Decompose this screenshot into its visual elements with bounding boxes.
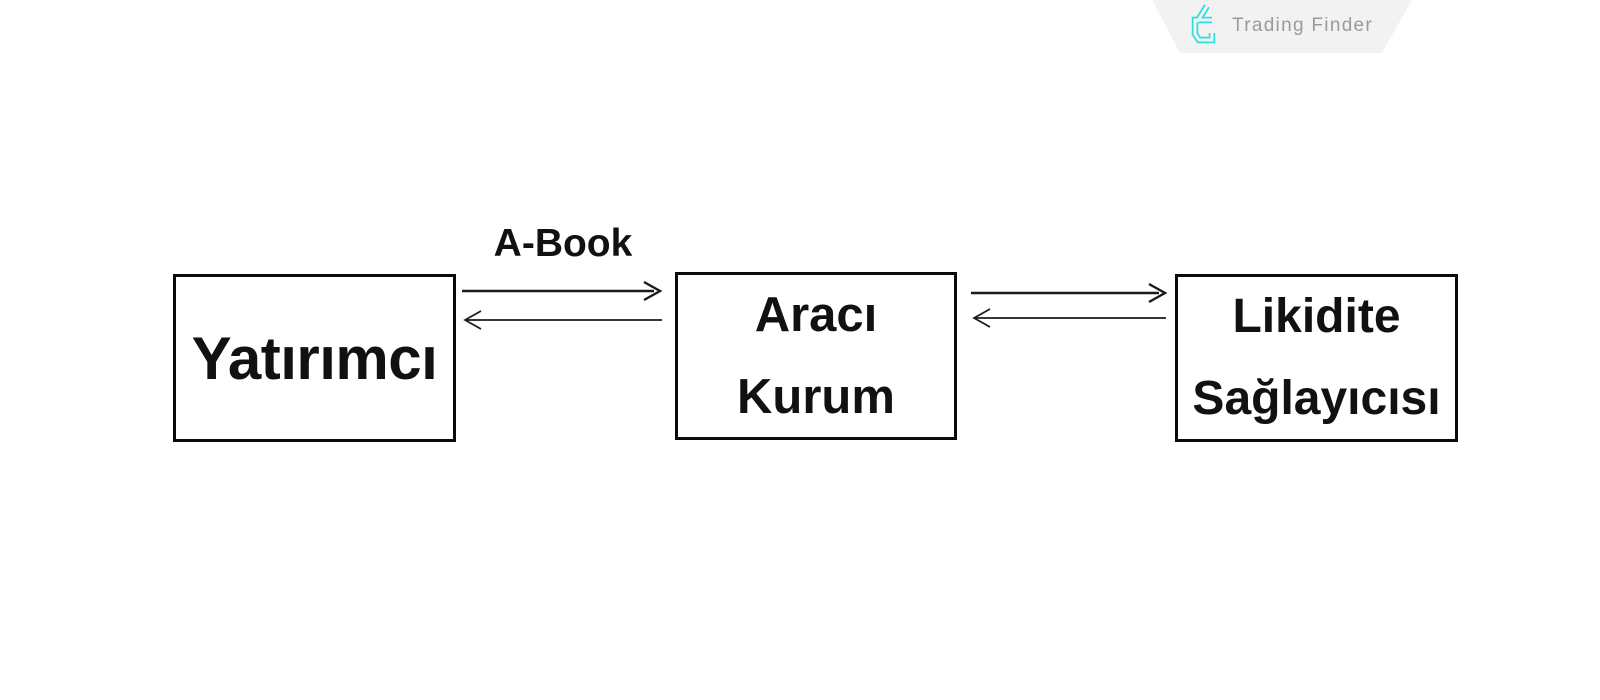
arrow-left-icon: [972, 308, 1166, 328]
arrow-left-icon: [463, 310, 662, 330]
node-liquidity-provider-label: Likidite Sağlayıcısı: [1192, 290, 1441, 425]
trading-finder-logo-icon: [1191, 4, 1216, 44]
node-investor: Yatırımcı: [173, 274, 456, 442]
arrow-right-icon: [971, 282, 1168, 304]
node-investor-label: Yatırımcı: [191, 324, 438, 392]
node-broker: Aracı Kurum: [675, 272, 957, 440]
node-broker-label: Aracı Kurum: [737, 288, 895, 424]
node-liquidity-provider: Likidite Sağlayıcısı: [1175, 274, 1458, 442]
edge-broker-liquidity-arrows: [971, 282, 1168, 328]
arrow-right-icon: [462, 280, 663, 302]
edge-investor-broker-arrows: [462, 280, 663, 330]
brand-name: Trading Finder: [1232, 15, 1374, 36]
edge-a-book-label: A-Book: [493, 222, 633, 265]
